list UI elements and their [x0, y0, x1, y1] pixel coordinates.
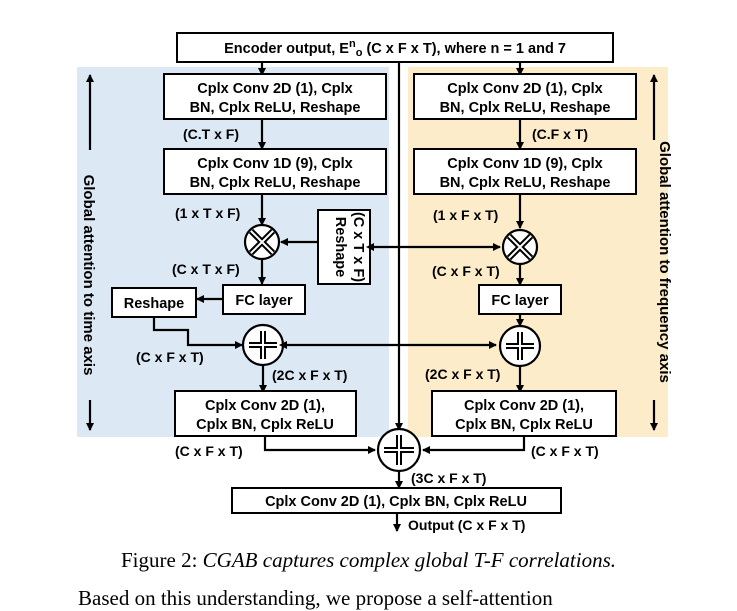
label-l-1txf: (1 x T x F): [175, 205, 240, 221]
output-label: Output (C x F x T): [408, 517, 525, 533]
left-bottom-conv-line2: Cplx BN, Cplx ReLU: [196, 417, 334, 433]
right-conv2d-box: Cplx Conv 2D (1), Cplx BN, Cplx ReLU, Re…: [413, 73, 637, 120]
encoder-output-box: Encoder output, Eno (C x F x T), where n…: [176, 32, 614, 63]
right-bottom-conv-box: Cplx Conv 2D (1), Cplx BN, Cplx ReLU: [431, 390, 617, 437]
left-reshape-label: Reshape: [124, 296, 184, 312]
label-l-2c: (2C x F x T): [272, 367, 347, 383]
right-bottom-conv-line1: Cplx Conv 2D (1),: [464, 398, 584, 414]
left-fc-box: FC layer: [222, 284, 306, 315]
arrow-left-to-center-add: [263, 436, 376, 454]
left-conv1d-line2: BN, Cplx ReLU, Reshape: [190, 175, 361, 191]
center-add-icon: [376, 427, 422, 473]
left-bottom-conv-line1: Cplx Conv 2D (1),: [205, 398, 325, 414]
left-fc-label: FC layer: [235, 293, 293, 309]
arrow-reshape-to-left-add: [152, 317, 243, 349]
caption-italic: CGAB captures complex global T-F correla…: [202, 548, 616, 572]
final-conv-box: Cplx Conv 2D (1), Cplx BN, Cplx ReLU: [231, 487, 562, 514]
left-add-icon: [241, 323, 285, 367]
right-add-icon: [498, 324, 542, 368]
final-conv-label: Cplx Conv 2D (1), Cplx BN, Cplx ReLU: [265, 494, 527, 510]
side-label-time: Global attention to time axis: [80, 175, 97, 376]
right-fc-label: FC layer: [491, 293, 549, 309]
label-r-2c: (2C x F x T): [425, 366, 500, 382]
label-l-ctf: (C.T x F): [183, 126, 239, 142]
arrow-right-to-center-add: [422, 436, 526, 454]
encoder-prefix: Encoder output, E: [224, 41, 349, 57]
right-conv1d-box: Cplx Conv 1D (9), Cplx BN, Cplx ReLU, Re…: [413, 148, 637, 195]
left-conv1d-line1: Cplx Conv 1D (9), Cplx: [197, 156, 353, 172]
left-conv1d-box: Cplx Conv 1D (9), Cplx BN, Cplx ReLU, Re…: [163, 148, 387, 195]
label-l-cxfxt: (C x F x T): [136, 349, 204, 365]
label-r-cft: (C.F x T): [532, 126, 588, 142]
label-r-cxfxt: (C x F x T): [432, 263, 500, 279]
right-conv1d-line1: Cplx Conv 1D (9), Cplx: [447, 156, 603, 172]
svg-text:Encoder output, Eno (C x F x T: Encoder output, Eno (C x F x T), where n…: [224, 38, 566, 59]
right-multiply-icon: [501, 228, 539, 266]
side-label-frequency: Global attention to frequency axis: [656, 141, 673, 383]
figure-caption: Figure 2: CGAB captures complex global T…: [0, 548, 737, 573]
caption-prefix: Figure 2:: [121, 548, 203, 572]
right-conv2d-line2: BN, Cplx ReLU, Reshape: [440, 100, 611, 116]
left-conv2d-box: Cplx Conv 2D (1), Cplx BN, Cplx ReLU, Re…: [163, 73, 387, 120]
label-c-3c: (3C x F x T): [411, 470, 486, 486]
encoder-suffix: (C x F x T), where n = 1 and 7: [362, 41, 565, 57]
right-conv2d-line1: Cplx Conv 2D (1), Cplx: [447, 81, 603, 97]
left-conv2d-line1: Cplx Conv 2D (1), Cplx: [197, 81, 353, 97]
label-r-bottom: (C x F x T): [531, 443, 599, 459]
encoder-sup: n: [349, 38, 356, 50]
left-reshape-box: Reshape: [111, 287, 197, 318]
reshape-center-line1: Reshape: [332, 217, 348, 277]
left-bottom-conv-box: Cplx Conv 2D (1), Cplx BN, Cplx ReLU: [174, 390, 357, 437]
reshape-center-line2: (C x T x F): [350, 212, 366, 282]
body-text-line: Based on this understanding, we propose …: [78, 586, 553, 610]
label-l-cxtxf: (C x T x F): [172, 261, 240, 277]
label-r-1fxt: (1 x F x T): [433, 207, 498, 223]
left-multiply-icon: [243, 223, 281, 261]
right-bottom-conv-line2: Cplx BN, Cplx ReLU: [455, 417, 593, 433]
label-l-bottom: (C x F x T): [175, 443, 243, 459]
frequency-axis-panel: [408, 67, 668, 437]
reshape-center-box: Reshape (C x T x F): [317, 209, 371, 285]
encoder-sub: o: [356, 47, 363, 59]
right-fc-box: FC layer: [478, 284, 562, 315]
left-conv2d-line2: BN, Cplx ReLU, Reshape: [190, 100, 361, 116]
right-conv1d-line2: BN, Cplx ReLU, Reshape: [440, 175, 611, 191]
cgab-diagram: Global attention to time axis Global att…: [77, 32, 673, 533]
